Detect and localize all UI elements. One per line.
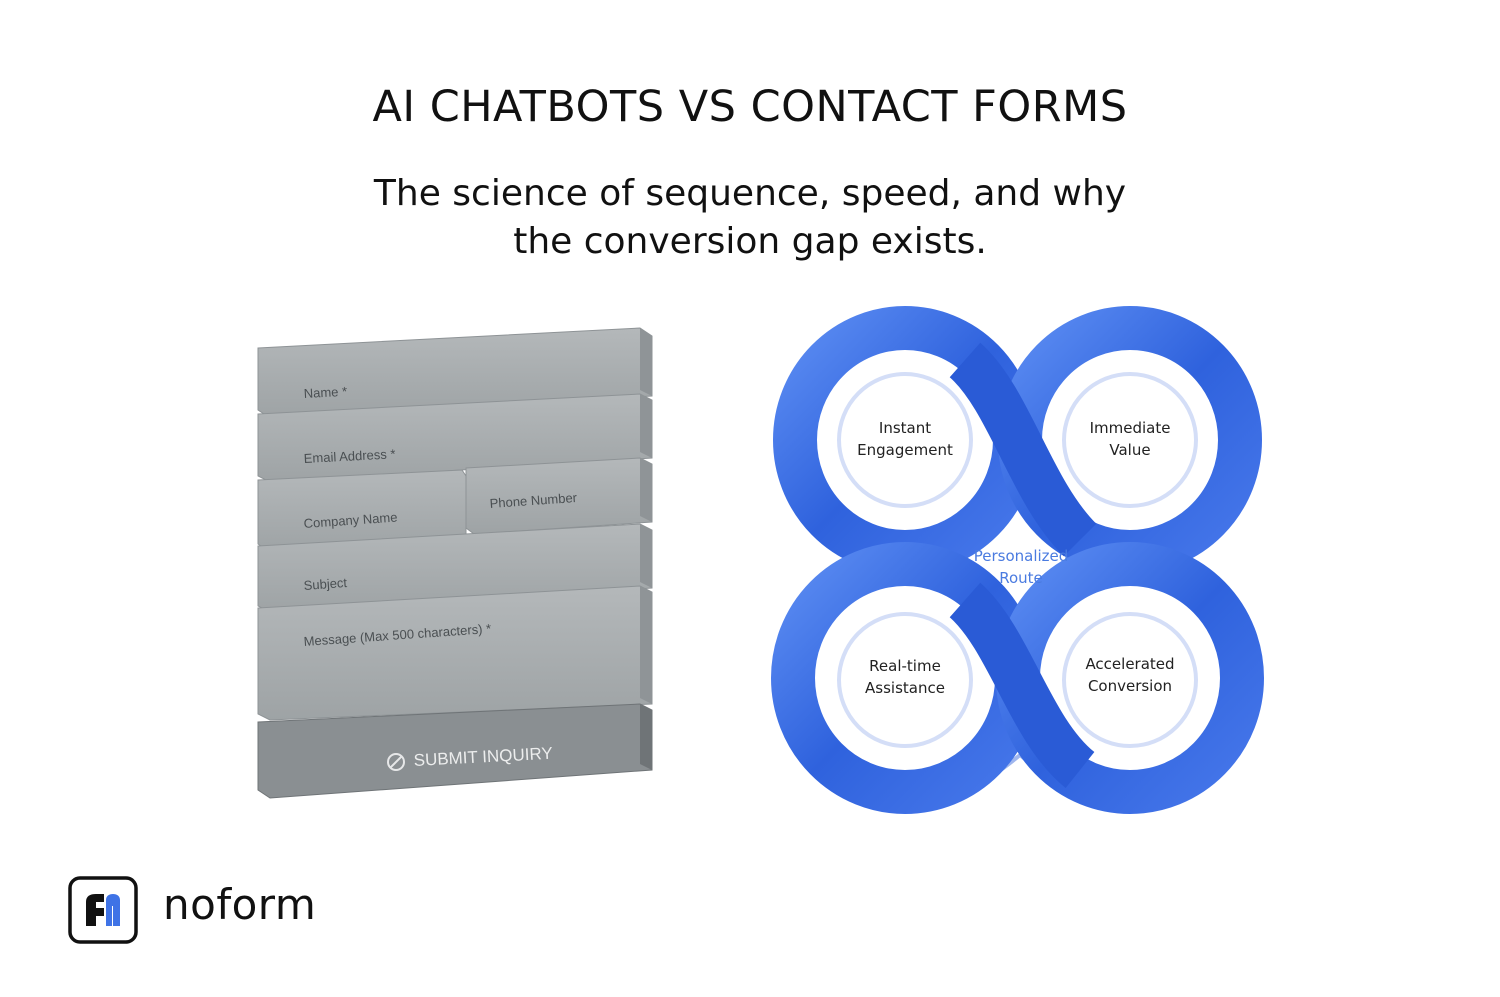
phone-field: Phone Number bbox=[465, 457, 653, 535]
subtitle-line-1: The science of sequence, speed, and why bbox=[373, 173, 1127, 214]
message-field: Message (Max 500 characters) * bbox=[257, 585, 653, 721]
name-field-label: Name * bbox=[303, 384, 347, 401]
subject-field: Subject bbox=[257, 523, 653, 613]
prohibited-icon bbox=[387, 753, 405, 771]
immediate-value-line-2: Value bbox=[1109, 441, 1150, 459]
top-infinity-loop bbox=[773, 306, 1262, 574]
accelerated-conversion-line-2: Conversion bbox=[1088, 677, 1172, 695]
accelerated-conversion-line-1: Accelerated bbox=[1085, 655, 1174, 673]
realtime-assistance-line-1: Real-time bbox=[869, 657, 941, 675]
personalized-route-line-2: Route bbox=[999, 569, 1043, 587]
company-field: Company Name bbox=[257, 469, 467, 553]
noform-logo-icon bbox=[68, 876, 138, 944]
subtitle-line-2: the conversion gap exists. bbox=[513, 221, 987, 262]
subject-field-label: Subject bbox=[303, 575, 348, 593]
email-field: Email Address * bbox=[257, 393, 653, 483]
bottom-infinity-loop bbox=[771, 542, 1264, 814]
page-subtitle: The science of sequence, speed, and why … bbox=[0, 170, 1500, 266]
brand-name: noform bbox=[163, 880, 317, 929]
chatbot-loop-illustration: Instant Engagement Immediate Value Perso… bbox=[771, 306, 1264, 814]
realtime-assistance-line-2: Assistance bbox=[865, 679, 945, 697]
contact-form-illustration: Name * Email Address * Company Name Phon… bbox=[257, 327, 653, 799]
company-field-label: Company Name bbox=[303, 509, 398, 531]
submit-inquiry-block: SUBMIT INQUIRY bbox=[257, 703, 653, 799]
phone-field-label: Phone Number bbox=[489, 490, 578, 511]
immediate-value-line-1: Immediate bbox=[1090, 419, 1171, 437]
instant-engagement-line-2: Engagement bbox=[857, 441, 953, 459]
instant-engagement-line-1: Instant bbox=[879, 419, 931, 437]
email-field-label: Email Address * bbox=[303, 446, 395, 466]
page-title: AI CHATBOTS VS CONTACT FORMS bbox=[372, 82, 1128, 132]
name-field: Name * bbox=[257, 327, 653, 419]
personalized-route-line-1: Personalized bbox=[974, 547, 1069, 565]
